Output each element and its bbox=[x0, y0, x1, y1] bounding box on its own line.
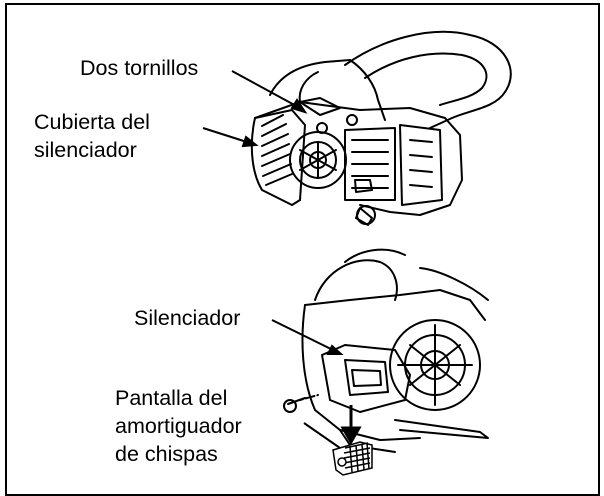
label-spark-screen-line3: de chispas bbox=[115, 442, 218, 466]
label-spark-screen-line1: Pantalla del bbox=[115, 386, 228, 410]
label-muffler-cover-line2: silenciador bbox=[34, 138, 137, 162]
label-muffler-cover-line1: Cubierta del bbox=[34, 110, 150, 134]
label-spark-screen-line2: amortiguador bbox=[115, 414, 242, 438]
label-two-screws: Dos tornillos bbox=[80, 56, 199, 80]
label-muffler: Silenciador bbox=[134, 306, 241, 330]
